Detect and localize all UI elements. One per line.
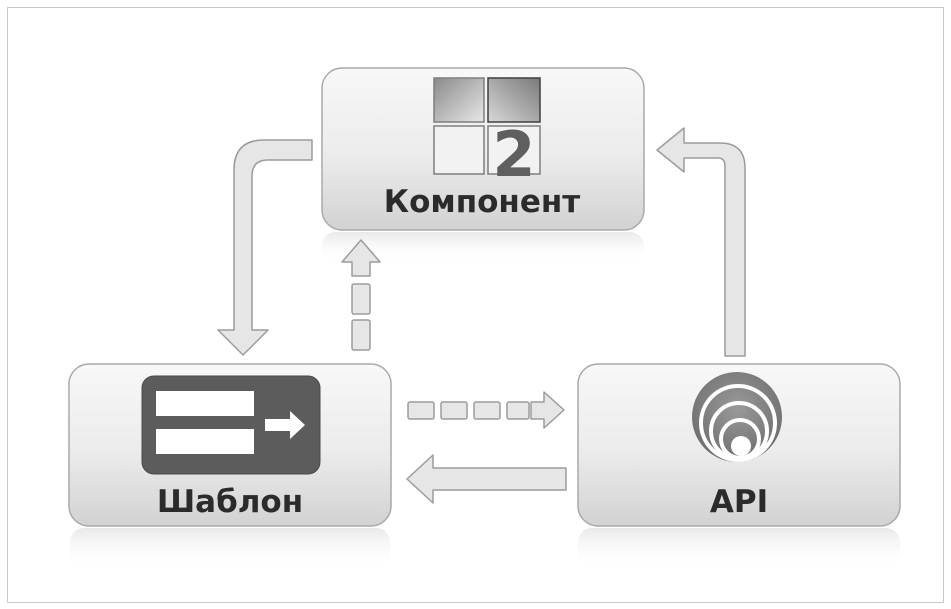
arrow-api-to-template [406,454,567,504]
template-form-icon [141,375,321,475]
node-template: Шаблон [68,363,392,527]
dash-right-head [530,391,565,429]
node-component: 2 Компонент [321,67,645,231]
dash-up-2 [351,283,371,315]
api-rings-icon [692,372,782,462]
api-label: API [710,484,768,520]
dash-right-3 [473,401,501,420]
dash-up-head [341,239,381,277]
template-label: Шаблон [157,484,303,520]
component-grid-icon: 2 [433,77,541,191]
node-api: API [577,363,901,527]
component-badge: 2 [492,118,535,191]
dash-right-4 [506,401,530,420]
dash-right-1 [407,401,435,420]
template-reflection [70,528,390,568]
component-label: Компонент [384,184,581,220]
arrow-api-to-component [656,127,746,357]
api-reflection [578,528,900,568]
arrow-component-to-template [217,139,313,356]
dash-up-1 [351,319,371,351]
component-reflection [322,232,644,262]
dash-right-2 [440,401,468,420]
